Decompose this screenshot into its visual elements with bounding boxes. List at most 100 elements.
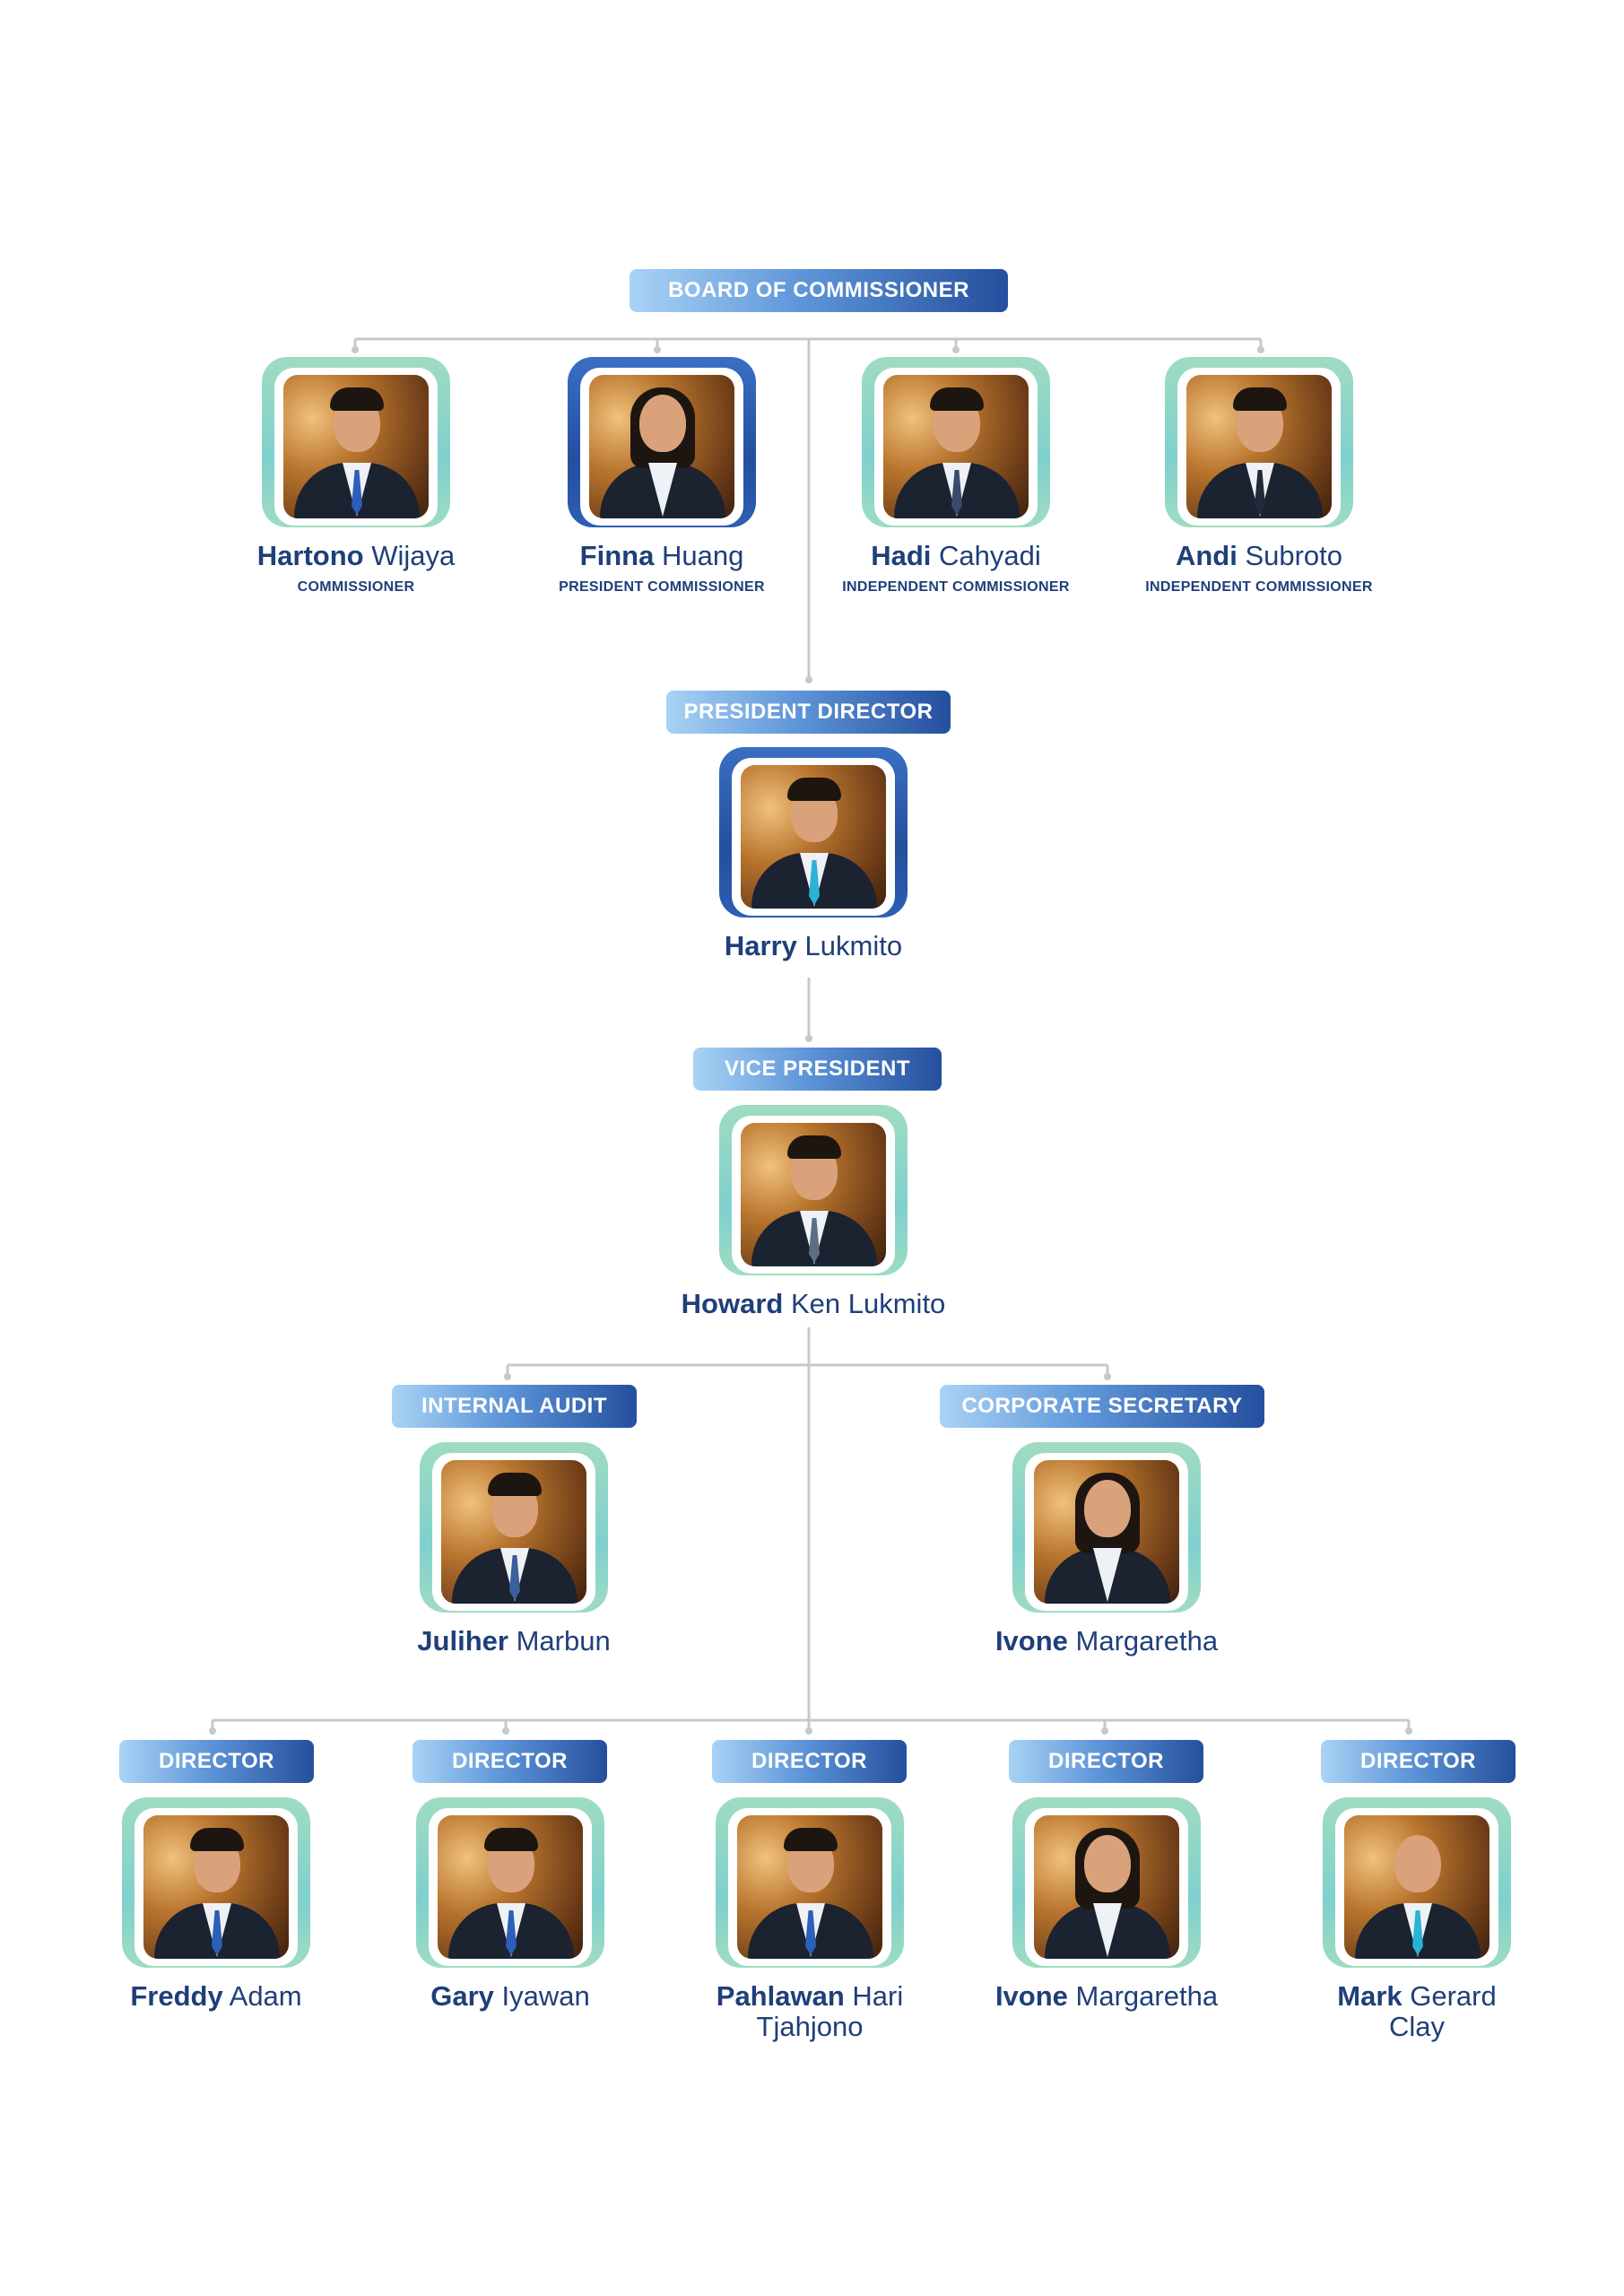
portrait-photo (441, 1460, 586, 1604)
portrait-photo (1034, 1815, 1179, 1959)
portrait-tie (951, 470, 962, 515)
person-last-name: Ken Lukmito (790, 1288, 946, 1319)
photo-frame-inner (429, 1808, 592, 1966)
director-label: DIRECTOR (1009, 1740, 1203, 1783)
vice-president-label: VICE PRESIDENT (693, 1048, 942, 1091)
director-label: DIRECTOR (712, 1740, 907, 1783)
photo-frame-inner (1335, 1808, 1498, 1966)
portrait-photo (143, 1815, 289, 1959)
portrait-hair (484, 1828, 538, 1851)
portrait-tie (509, 1555, 520, 1600)
person-name: Ivone Margaretha (963, 1626, 1250, 1657)
person-last-name: Hari (852, 1980, 904, 2012)
person-first-name: Hartono (256, 540, 364, 571)
photo-frame-inner (728, 1808, 891, 1966)
person-first-name: Pahlawan (716, 1980, 845, 2012)
board-of-commissioner-label: BOARD OF COMMISSIONER (630, 269, 1008, 312)
portrait-head (639, 395, 686, 452)
person-name-line2: Tjahjono (756, 2011, 864, 2042)
portrait-hair (787, 778, 841, 801)
portrait-hair (784, 1828, 838, 1851)
person-first-name: Ivone (994, 1980, 1068, 2012)
photo-frame (262, 357, 450, 527)
portrait-tie (352, 470, 362, 515)
photo-frame (416, 1797, 604, 1968)
person-name: Finna Huang (518, 541, 805, 571)
person-name: Hartono Wijaya (213, 541, 499, 571)
person-first-name: Ivone (994, 1625, 1068, 1657)
portrait-hair (1233, 387, 1287, 411)
photo-frame (568, 357, 756, 527)
photo-frame-inner (732, 1116, 895, 1274)
portrait-photo (1186, 375, 1332, 518)
portrait-photo (438, 1815, 583, 1959)
director-label: DIRECTOR (413, 1740, 607, 1783)
portrait-photo (283, 375, 429, 518)
person-first-name: Howard (681, 1288, 784, 1319)
photo-frame (719, 1105, 908, 1275)
photo-frame (1165, 357, 1353, 527)
portrait-photo (737, 1815, 882, 1959)
person-name: Ivone Margaretha (963, 1981, 1250, 2012)
person-title: INDEPENDENT COMMISSIONER (842, 579, 1070, 595)
portrait-tie (809, 860, 820, 905)
photo-frame (1012, 1442, 1201, 1613)
portrait-tie (1255, 470, 1265, 515)
person-last-name: Adam (229, 1980, 302, 2012)
photo-frame (862, 357, 1050, 527)
photo-frame (1323, 1797, 1511, 1968)
person-last-name: Lukmito (804, 930, 903, 961)
person-last-name: Gerard (1410, 1980, 1497, 2012)
person-title: PRESIDENT COMMISSIONER (559, 579, 765, 595)
person-last-name: Subroto (1245, 540, 1343, 571)
person-last-name: Margaretha (1075, 1980, 1219, 2012)
portrait-head (1084, 1480, 1131, 1537)
photo-frame (1012, 1797, 1201, 1968)
person-first-name: Mark (1337, 1980, 1403, 2012)
photo-frame-inner (874, 368, 1038, 526)
person-last-name: Margaretha (1075, 1625, 1219, 1657)
portrait-hair (190, 1828, 244, 1851)
person-name: Hadi Cahyadi (812, 541, 1099, 571)
person-name: Howard Ken Lukmito (670, 1289, 957, 1319)
photo-frame-inner (1177, 368, 1341, 526)
portrait-hair (930, 387, 984, 411)
photo-frame (719, 747, 908, 918)
person-name: Freddy Adam (73, 1981, 360, 2012)
portrait-tie (809, 1218, 820, 1263)
person-name: Gary Iyawan (367, 1981, 654, 2012)
person-title: COMMISSIONER (297, 579, 415, 595)
portrait-photo (741, 1123, 886, 1266)
person-last-name: Wijaya (371, 540, 456, 571)
director-label: DIRECTOR (119, 1740, 314, 1783)
person-last-name: Marbun (516, 1625, 611, 1657)
portrait-hair (787, 1135, 841, 1159)
person-last-name: Cahyadi (939, 540, 1041, 571)
internal-audit-label: INTERNAL AUDIT (392, 1385, 637, 1428)
president-director-label: PRESIDENT DIRECTOR (666, 691, 951, 734)
photo-frame-inner (432, 1453, 595, 1611)
photo-frame-inner (732, 758, 895, 916)
photo-frame-inner (580, 368, 743, 526)
person-last-name: Huang (661, 540, 744, 571)
person-first-name: Finna (579, 540, 655, 571)
photo-frame-inner (1025, 1808, 1188, 1966)
person-first-name: Harry (724, 930, 797, 961)
portrait-hair (330, 387, 384, 411)
person-name-line2: Clay (1388, 2011, 1445, 2042)
person-title: INDEPENDENT COMMISSIONER (1145, 579, 1373, 595)
portrait-photo (589, 375, 734, 518)
person-first-name: Juliher (417, 1625, 508, 1657)
photo-frame-inner (135, 1808, 298, 1966)
person-first-name: Andi (1175, 540, 1238, 571)
portrait-photo (883, 375, 1029, 518)
director-label: DIRECTOR (1321, 1740, 1515, 1783)
portrait-photo (1034, 1460, 1179, 1604)
photo-frame (122, 1797, 310, 1968)
portrait-tie (1412, 1910, 1423, 1955)
person-first-name: Freddy (130, 1980, 223, 2012)
person-name: Andi Subroto (1116, 541, 1403, 571)
